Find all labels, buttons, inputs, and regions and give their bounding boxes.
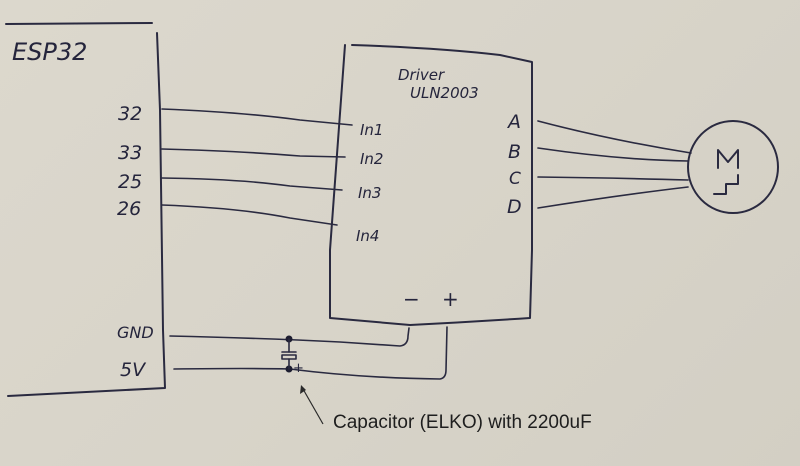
pin-26: 26 <box>117 198 141 220</box>
pin-33: 33 <box>118 142 142 164</box>
output-d: D <box>507 196 522 218</box>
wire-32-in1 <box>161 108 353 126</box>
driver-minus-terminal: − <box>403 287 420 311</box>
arrow-line <box>302 388 324 425</box>
esp32-block: ESP32 32 33 25 26 GND 5V <box>5 22 166 397</box>
stepper-motor <box>687 120 779 214</box>
input-in1: In1 <box>360 121 383 139</box>
arrow-head-icon <box>300 385 306 394</box>
input-in4: In4 <box>356 227 379 245</box>
signal-wires <box>161 108 353 226</box>
driver-plus-terminal: + <box>442 287 459 311</box>
wire-33-in2 <box>161 148 346 158</box>
esp32-top-edge <box>5 22 153 25</box>
input-in2: In2 <box>360 150 383 168</box>
pin-5v: 5V <box>120 359 147 381</box>
output-c: C <box>509 169 521 189</box>
power-wires <box>169 326 448 380</box>
esp32-title: ESP32 <box>12 38 87 66</box>
motor-wires <box>537 120 692 209</box>
step-symbol-icon <box>713 174 739 195</box>
capacitor-polarity: + <box>293 361 304 376</box>
driver-block: Driver ULN2003 In1 In2 In3 In4 A B C D −… <box>329 44 533 326</box>
wire-26-in4 <box>161 204 338 226</box>
wire-5v-plus <box>173 326 448 380</box>
wire-d-motor <box>537 186 689 209</box>
pin-32: 32 <box>118 103 142 125</box>
input-in3: In3 <box>358 184 381 202</box>
pin-25: 25 <box>118 171 142 193</box>
wire-b-motor <box>537 147 689 162</box>
motor-label-m <box>717 149 739 169</box>
capacitor-caption: Capacitor (ELKO) with 2200uF <box>333 412 592 433</box>
output-a: A <box>506 111 521 133</box>
wire-c-motor <box>537 176 689 181</box>
pin-gnd: GND <box>117 323 154 342</box>
esp32-right-edge <box>7 32 166 397</box>
annotation-arrow <box>300 385 324 425</box>
wire-gnd-minus <box>169 327 410 347</box>
driver-title: Driver <box>398 66 445 84</box>
wire-a-motor <box>537 120 692 154</box>
motor-circle <box>687 120 779 214</box>
driver-outline <box>329 44 533 326</box>
wire-25-in3 <box>161 177 343 191</box>
driver-model: ULN2003 <box>410 84 479 102</box>
capacitor: + <box>281 335 304 376</box>
output-b: B <box>508 141 521 163</box>
